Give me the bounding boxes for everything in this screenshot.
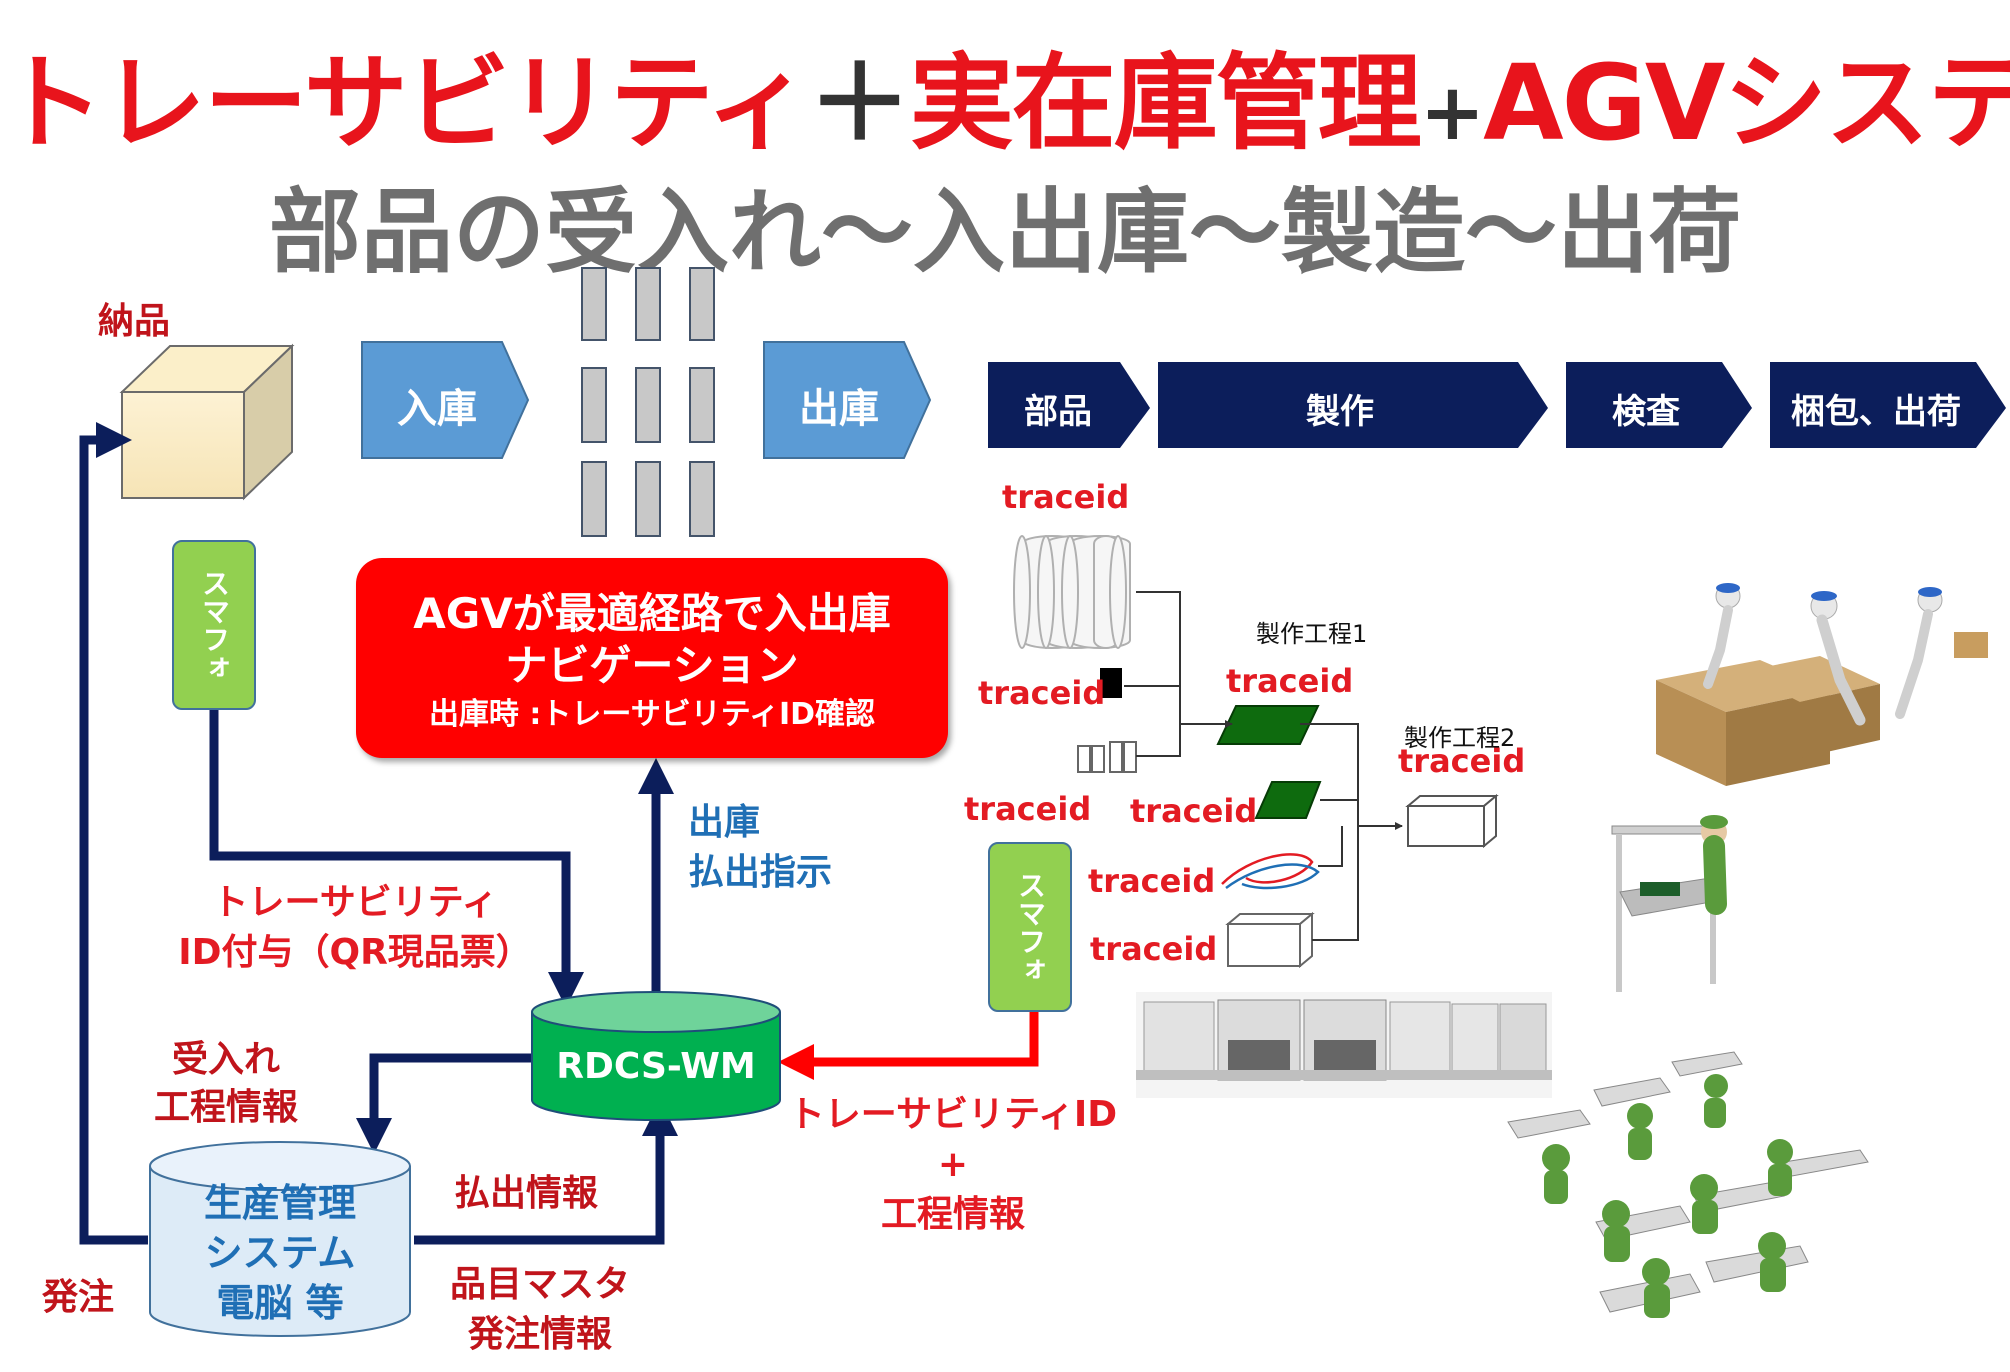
worker-at-bench-icon	[1611, 815, 1728, 992]
smartphone-to-rdcs-line	[209, 710, 584, 1008]
process-ship-label: 梱包、出荷	[1791, 392, 1961, 432]
traceability-id-grant-label: トレーサビリティ ID付与（QR現品票）	[150, 878, 560, 978]
rdcs-to-production-line	[356, 1053, 532, 1154]
traceid-label-chip: traceid	[978, 674, 1106, 712]
agv-navigation-box: AGVが最適経路で入出庫 ナビゲーション 出庫時 :トレーサビリティID確認	[356, 558, 948, 758]
master-info-line1: 品目マスタ	[449, 1264, 630, 1305]
agv-line-1: AGVが最適経路で入出庫	[413, 589, 891, 638]
traceid-process-line2: +	[937, 1144, 969, 1185]
case-part-icon	[1225, 911, 1315, 969]
title-plus-2: +	[1419, 68, 1485, 158]
traceability-id-grant-line2: ID付与（QR現品票）	[178, 932, 532, 973]
outbound-arrow-shape	[763, 341, 932, 459]
production-system-line3: 電脳 等	[216, 1281, 344, 1325]
process2-label: 製作工程2	[1404, 724, 1516, 752]
title-traceability: トレーサビリティ	[0, 42, 810, 164]
traceid-label-process2: traceid	[1398, 742, 1526, 780]
traceid-label-cable: traceid	[1088, 862, 1216, 900]
traceid-label-pcb1: traceid	[1226, 662, 1354, 700]
process-inspect-shape	[1566, 362, 1752, 448]
traceid-label-pcb2: traceid	[1130, 792, 1258, 830]
traceability-id-grant-line1: トレーサビリティ	[212, 882, 498, 923]
master-info-label: 品目マスタ 発注情報	[430, 1260, 650, 1360]
rdcs-database-icon	[531, 991, 781, 1121]
process-inspect-label: 検査	[1612, 392, 1680, 432]
shipping-instruction-line1: 出庫	[688, 802, 761, 843]
receiving-info-line2: 工程情報	[153, 1087, 298, 1128]
production-system-line2: システム	[204, 1231, 356, 1275]
smartphone-to-rdcs-red-line	[778, 1012, 1039, 1080]
pcb-board-icon-1	[1216, 705, 1320, 745]
order-label: 発注	[42, 1277, 115, 1318]
process-parts-label: 部品	[1024, 392, 1092, 432]
production-to-rdcs-line	[414, 1100, 678, 1245]
traceid-process-line1: トレーサビリティID	[788, 1094, 1118, 1135]
smartphone-right: スマフォ	[988, 842, 1072, 1012]
process-manufacture-label: 製作	[1306, 392, 1374, 432]
traceid-process-line3: 工程情報	[880, 1194, 1025, 1235]
production-system-line1: 生産管理	[203, 1181, 356, 1225]
inbound-label: 入庫	[397, 386, 477, 432]
payout-info-label: 払出情報	[454, 1173, 599, 1214]
workers-carrying-boxes-icon	[1656, 583, 1988, 786]
smartphone-left: スマフォ	[172, 540, 256, 710]
warehouse-rack-icon	[581, 267, 715, 537]
subtitle: 部品の受入れ～入出庫～製造～出荷	[268, 179, 1741, 286]
order-loop-line	[79, 422, 148, 1245]
workers-at-benches-icon	[1507, 1051, 1869, 1318]
process-manufacture-shape	[1158, 362, 1548, 448]
receiving-info-line1: 受入れ	[171, 1039, 280, 1080]
process2-box-icon	[1405, 793, 1499, 849]
shipping-instruction-line2: 払出指示	[688, 852, 833, 893]
traceid-process-label: トレーサビリティID + 工程情報	[788, 1090, 1118, 1240]
pcb-board-icon-2	[1254, 781, 1322, 819]
chip-part-icon	[1100, 668, 1122, 698]
smt-line-machines-icon	[1136, 992, 1552, 1098]
production-system-database-icon	[149, 1141, 411, 1337]
traceid-label-case: traceid	[1090, 930, 1218, 968]
reel-parts-icon	[1013, 535, 1131, 649]
traceid-label-reel: traceid	[1002, 478, 1130, 516]
outbound-label: 出庫	[799, 386, 879, 432]
title-inventory: 実在庫管理	[909, 42, 1422, 164]
traceid-label-components: traceid	[964, 790, 1092, 828]
delivery-label: 納品	[98, 301, 171, 342]
cable-icon	[1221, 853, 1320, 890]
process1-label: 製作工程1	[1256, 620, 1368, 648]
main-title: トレーサビリティ＋実在庫管理+AGVシステム	[0, 18, 2010, 169]
rdcs-label: RDCS-WM	[556, 1046, 756, 1087]
small-component-icon	[1077, 741, 1137, 773]
shipping-instruction-label: 出庫 払出指示	[688, 798, 832, 898]
title-plus-1: ＋	[807, 42, 912, 164]
master-info-line2: 発注情報	[467, 1314, 612, 1355]
inbound-arrow-shape	[361, 341, 530, 459]
agv-line-2: ナビゲーション	[505, 641, 799, 690]
process-parts-shape	[988, 362, 1150, 448]
receiving-info-label: 受入れ 工程情報	[126, 1036, 326, 1132]
delivery-box-icon	[119, 343, 295, 501]
title-agv: AGVシステム	[1483, 42, 2010, 164]
process-ship-shape	[1770, 362, 2006, 448]
production-system-label: 生産管理 システム 電脳 等	[150, 1178, 410, 1328]
agv-line-3: 出庫時 :トレーサビリティID確認	[428, 697, 876, 732]
